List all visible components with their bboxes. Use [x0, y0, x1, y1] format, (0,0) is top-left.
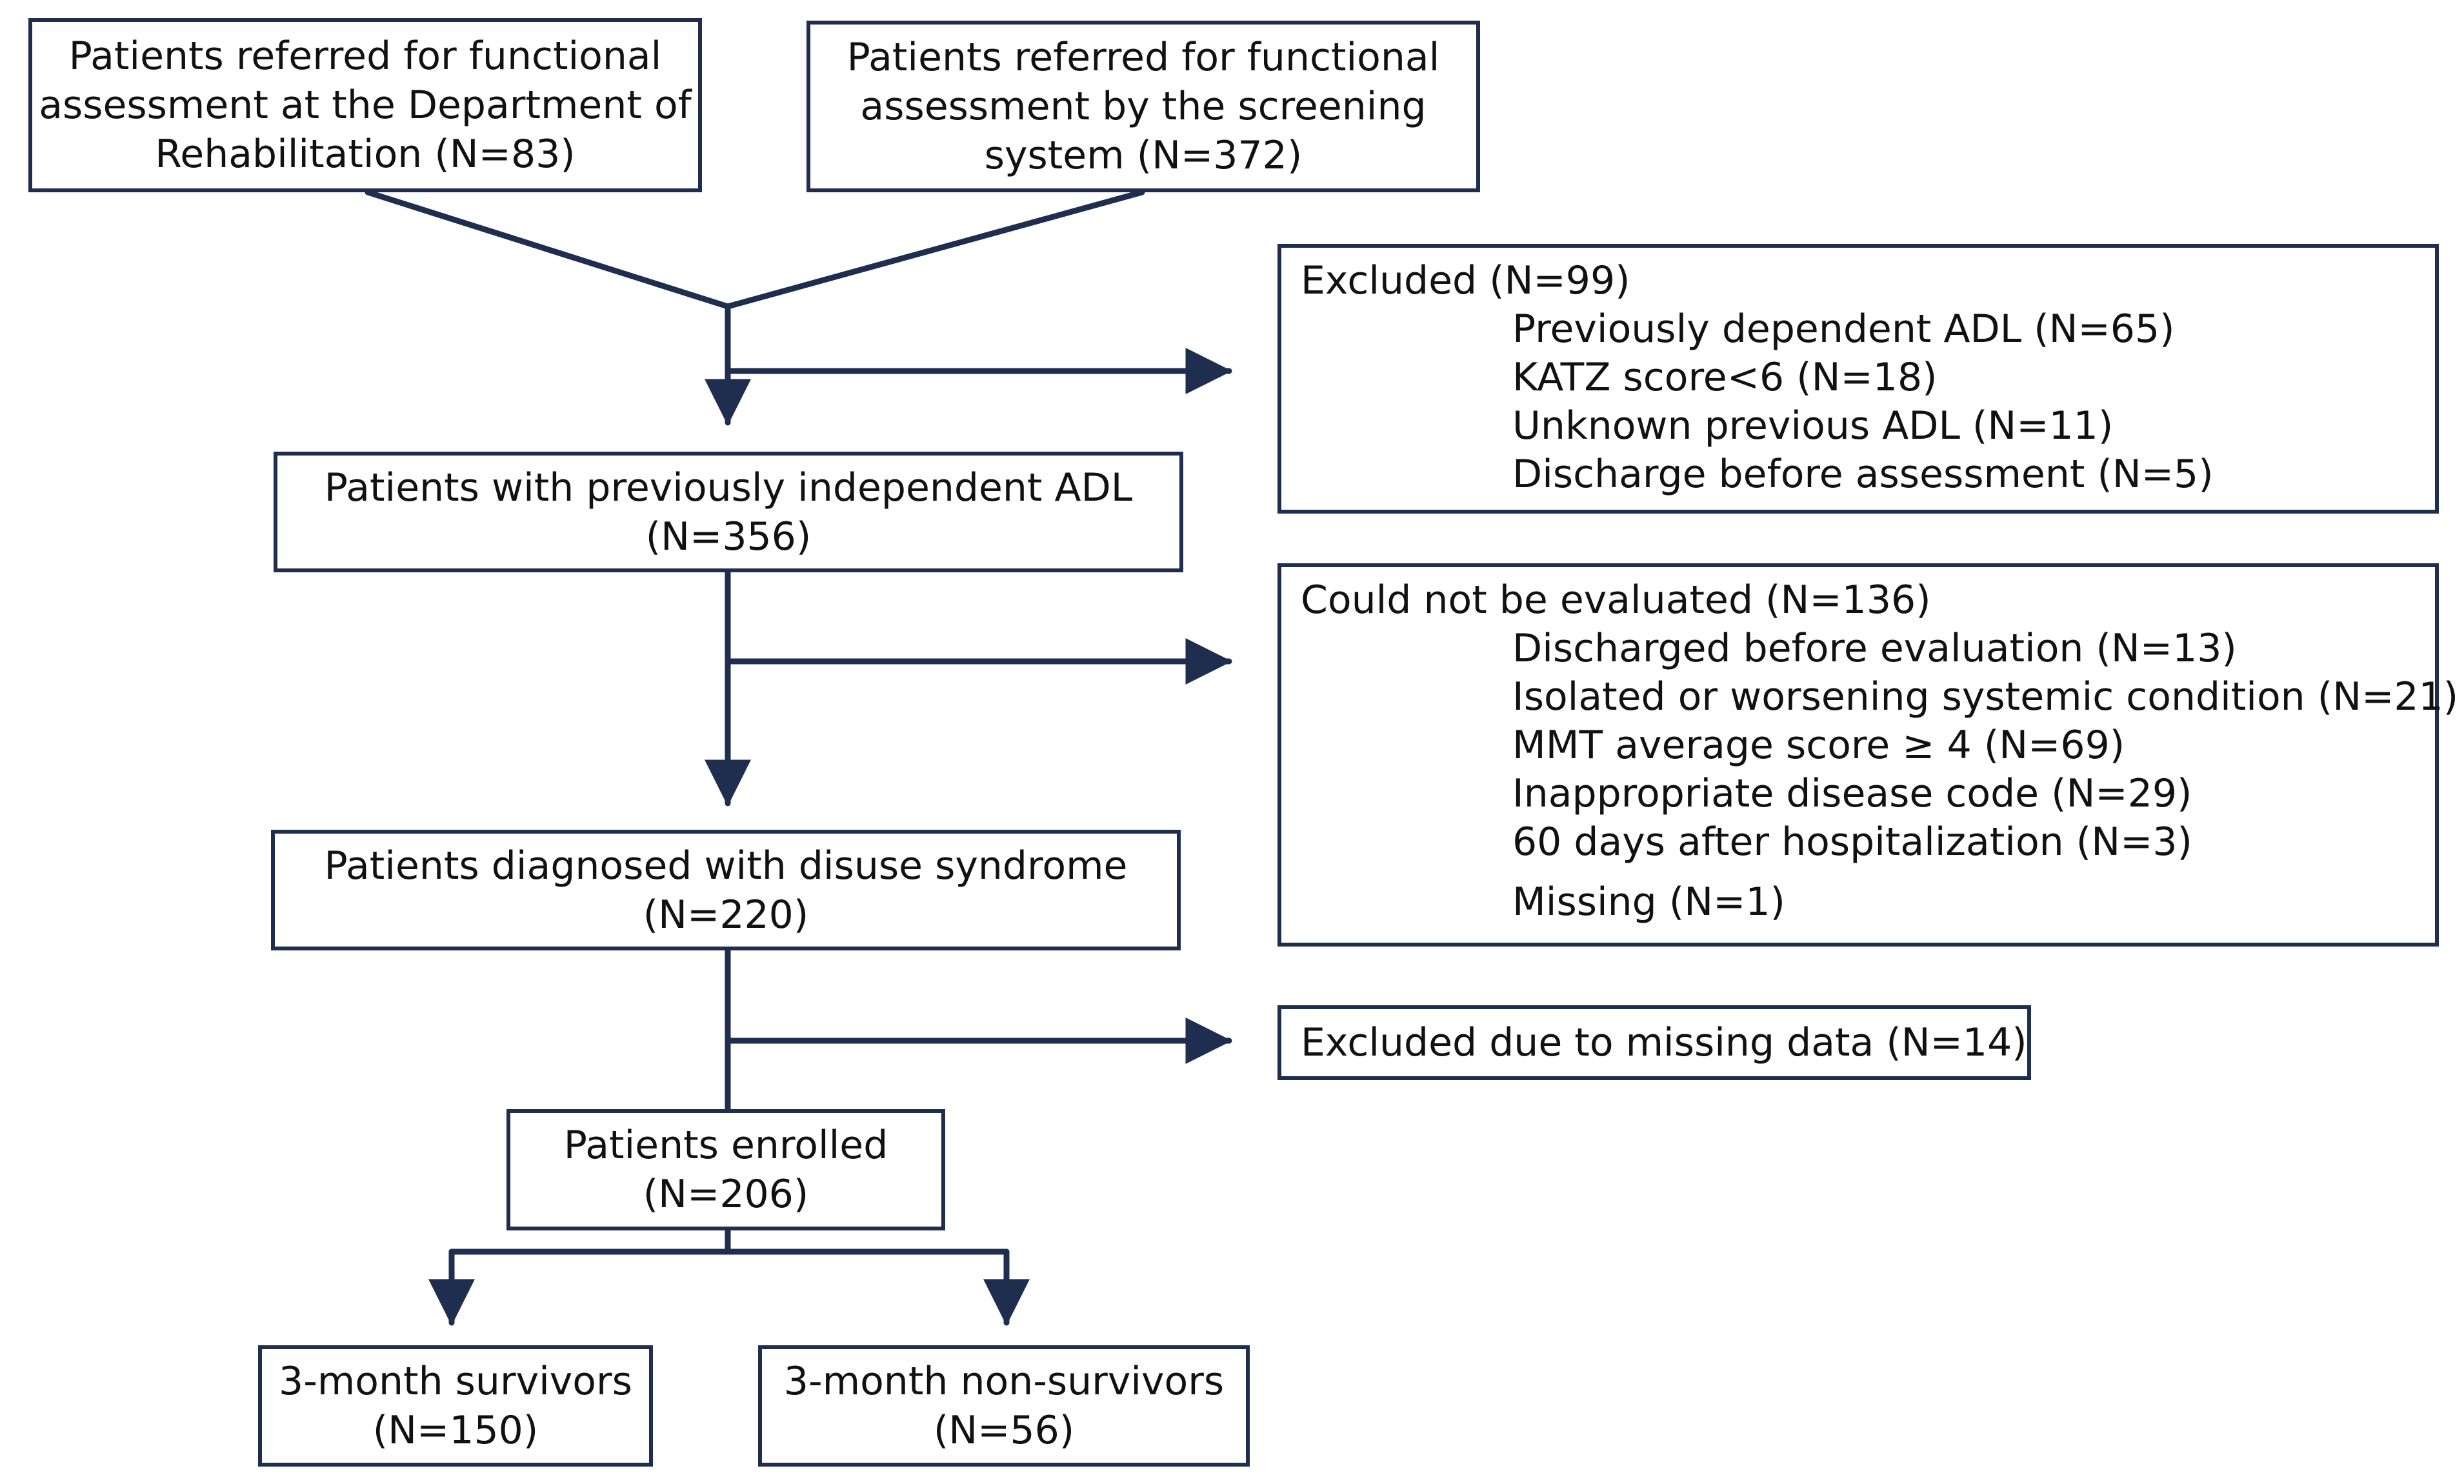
box-text-line: (N=150) — [372, 1408, 539, 1453]
box-text-line: Patients diagnosed with disuse syndrome — [324, 843, 1128, 888]
referral-screening-box: Patients referred for functional assessm… — [806, 21, 1480, 192]
box-text-line: system (N=372) — [984, 133, 1303, 178]
enrolled-box: Patients enrolled (N=206) — [506, 1109, 945, 1230]
disuse-syndrome-box: Patients diagnosed with disuse syndrome … — [271, 830, 1181, 950]
box-text-line: Excluded due to missing data (N=14) — [1301, 1020, 2027, 1065]
excluded-missing-box: Excluded due to missing data (N=14) — [1277, 1005, 2031, 1080]
box-text-line: assessment at the Department of — [39, 83, 692, 128]
not-evaluated-box: Could not be evaluated (N=136) Discharge… — [1277, 563, 2459, 947]
referral-rehab-box: Patients referred for functional assessm… — [28, 18, 702, 192]
independent-adl-box: Patients with previously independent ADL… — [274, 452, 1183, 572]
excluded-box: Excluded (N=99) Previously dependent ADL… — [1277, 244, 2439, 514]
excluded-reason: Unknown previous ADL (N=11) — [1512, 403, 2114, 448]
not-evaluated-reason: Inappropriate disease code (N=29) — [1512, 771, 2192, 816]
box-text-line: assessment by the screening — [860, 84, 1427, 129]
not-evaluated-reason: Missing (N=1) — [1512, 879, 1785, 925]
box-text-line: (N=206) — [643, 1172, 809, 1217]
not-evaluated-reason: Isolated or worsening systemic condition… — [1512, 674, 2459, 719]
not-evaluated-title: Could not be evaluated (N=136) — [1301, 577, 1931, 623]
box-text-line: (N=356) — [645, 514, 812, 559]
box-text-line: Rehabilitation (N=83) — [155, 132, 576, 177]
survivors-box: 3-month survivors (N=150) — [258, 1345, 653, 1467]
box-text-line: Patients enrolled — [563, 1123, 888, 1168]
excluded-reason: Discharge before assessment (N=5) — [1512, 452, 2214, 497]
box-text-line: (N=220) — [643, 892, 809, 938]
excluded-reason: Previously dependent ADL (N=65) — [1512, 306, 2175, 352]
non-survivors-box: 3-month non-survivors (N=56) — [758, 1345, 1250, 1467]
merge-line-right — [725, 189, 1145, 310]
excluded-title: Excluded (N=99) — [1301, 258, 1630, 303]
box-text-line: 3-month non-survivors — [783, 1359, 1225, 1404]
merge-line-left — [365, 189, 731, 310]
box-text-line: (N=56) — [933, 1408, 1075, 1453]
not-evaluated-reason: MMT average score ≥ 4 (N=69) — [1512, 723, 2125, 768]
box-text-line: Patients referred for functional — [68, 34, 662, 79]
excluded-reason: KATZ score<6 (N=18) — [1512, 355, 1938, 400]
box-text-line: 3-month survivors — [279, 1359, 632, 1404]
box-text-line: Patients referred for functional — [846, 35, 1440, 80]
not-evaluated-reason: 60 days after hospitalization (N=3) — [1512, 819, 2192, 865]
box-text-line: Patients with previously independent ADL — [324, 465, 1133, 510]
not-evaluated-reason: Discharged before evaluation (N=13) — [1512, 626, 2237, 671]
